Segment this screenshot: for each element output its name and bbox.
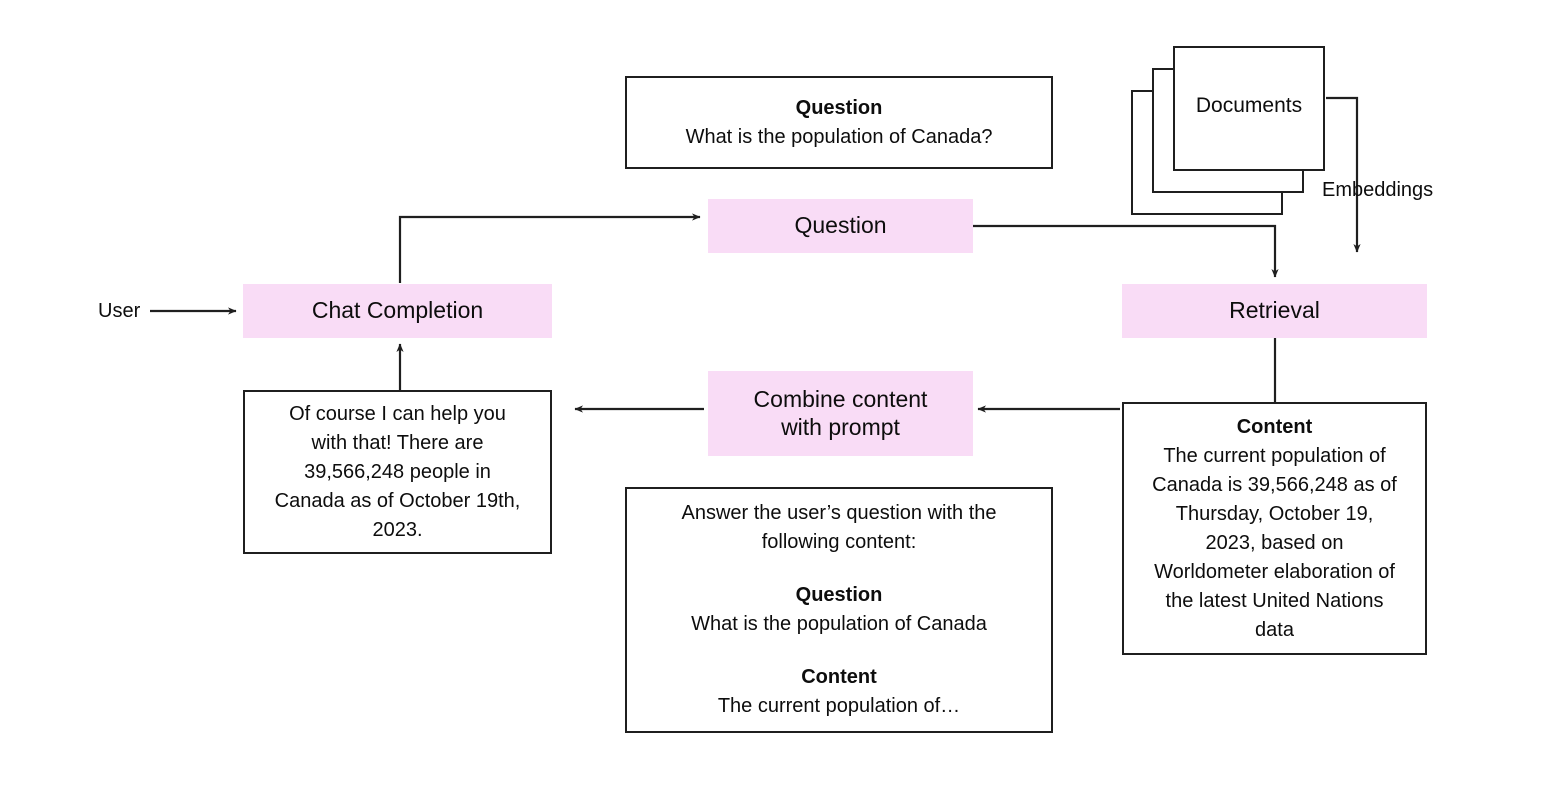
embeddings-label: Embeddings [1322, 179, 1434, 201]
connector-question-to-retrieval [973, 224, 1279, 278]
content-box: Content The current population of Canada… [1122, 402, 1427, 655]
connector-documents-embeddings [1326, 96, 1361, 253]
prompt-question-value: What is the population of Canada [691, 613, 987, 635]
retrieval-step[interactable]: Retrieval [1122, 284, 1427, 338]
documents-stack-front [1173, 46, 1325, 171]
combine-step[interactable]: Combine content with prompt [708, 371, 973, 456]
chat-completion-step[interactable]: Chat Completion [243, 284, 552, 338]
content-line-2: Canada is 39,566,248 as of [1152, 473, 1397, 496]
retrieval-step-label: Retrieval [1229, 297, 1320, 324]
prompt-question-header: Question [795, 584, 883, 606]
user-label: User [98, 300, 141, 322]
content-header: Content [1236, 415, 1313, 438]
connector-chat-to-question [398, 213, 701, 283]
prompt-intro-line2: following content: [761, 531, 917, 553]
answer-line-3: 39,566,248 people in [304, 460, 491, 483]
answer-line-1: Of course I can help you [289, 402, 506, 425]
chat-completion-label: Chat Completion [311, 297, 484, 324]
content-line-5: Worldometer elaboration of [1154, 560, 1395, 583]
combine-step-line2: with prompt [781, 413, 900, 440]
documents-label: Documents [1195, 94, 1303, 117]
prompt-content-value: The current population of… [717, 695, 961, 717]
question-step-label: Question [794, 212, 887, 239]
content-line-6: the latest United Nations [1165, 589, 1384, 612]
question-step[interactable]: Question [708, 199, 973, 253]
prompt-intro-line1: Answer the user’s question with the [681, 502, 997, 524]
answer-line-2: with that! There are [311, 431, 484, 454]
prompt-template-box: Answer the user’s question with the foll… [625, 487, 1053, 733]
content-line-1: The current population of [1163, 444, 1386, 467]
content-line-3: Thursday, October 19, [1175, 502, 1374, 525]
question-source-header: Question [795, 96, 883, 119]
answer-line-4: Canada as of October 19th, [274, 489, 521, 512]
content-line-7: data [1255, 618, 1294, 641]
question-source-box: Question What is the population of Canad… [625, 76, 1053, 169]
answer-box: Of course I can help you with that! Ther… [243, 390, 552, 554]
content-line-4: 2023, based on [1205, 531, 1344, 554]
answer-line-5: 2023. [372, 518, 423, 541]
question-source-body: What is the population of Canada? [685, 125, 993, 148]
prompt-content-header: Content [801, 666, 877, 688]
combine-step-line1: Combine content [753, 386, 928, 413]
